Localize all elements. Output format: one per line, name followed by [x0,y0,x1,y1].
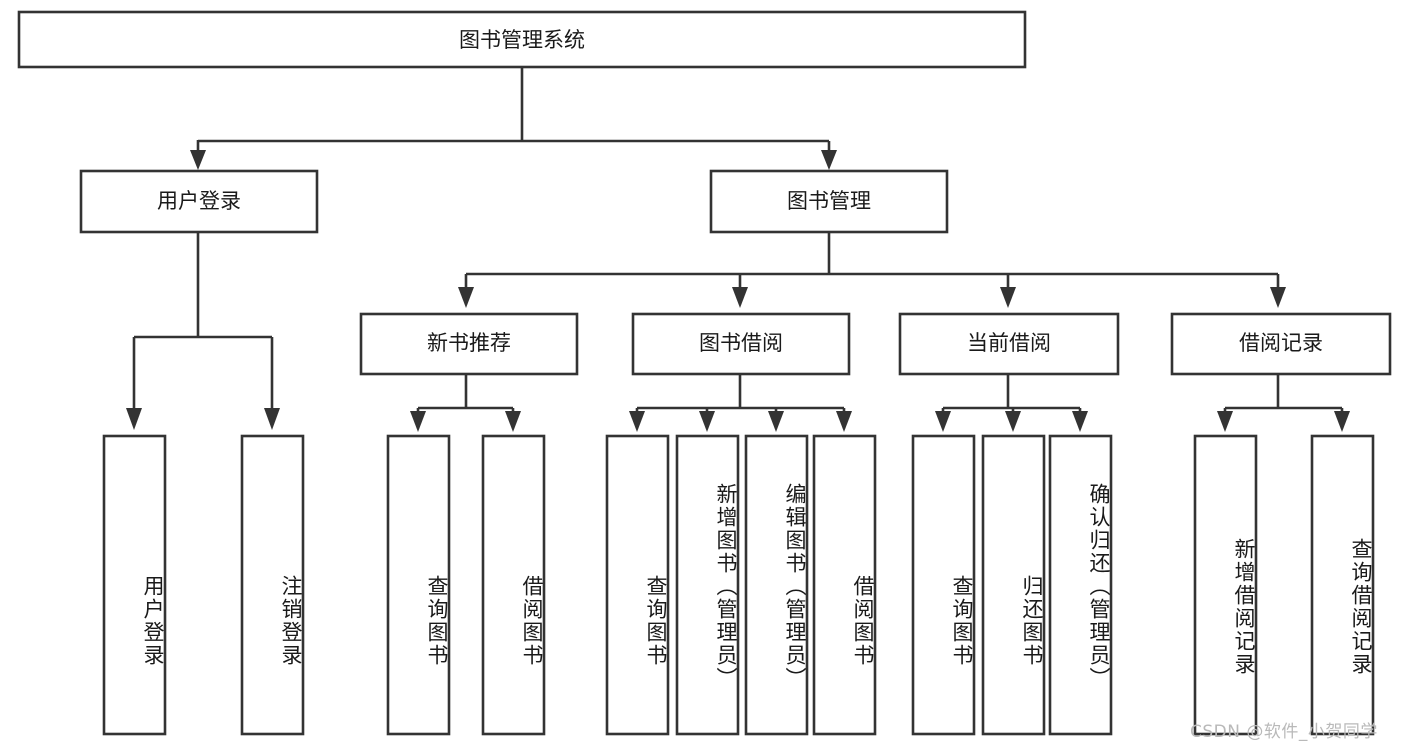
node-book-borrow[interactable]: 图书借阅 [631,312,851,376]
arrow-head-leaf-2 [264,408,280,430]
node-root-label: 图书管理系统 [459,28,585,52]
node-leaf-11-box[interactable] [1048,434,1113,736]
arrow-head-current-borrow [1000,287,1016,308]
node-new-book-rec-label: 新书推荐 [427,331,511,355]
node-root-box[interactable] [17,10,1027,69]
node-book-manage[interactable]: 图书管理 [709,169,949,234]
arrow-head-leaf-3 [410,411,426,432]
node-root[interactable]: 图书管理系统 [17,10,1027,69]
node-leaf-7-box[interactable] [744,434,809,736]
arrow-head-new-book-rec [458,287,474,308]
node-leaf-9-box[interactable] [911,434,976,736]
node-new-book-rec[interactable]: 新书推荐 [359,312,579,376]
node-book-borrow-label: 图书借阅 [699,331,783,355]
arrow-head-leaf-9 [935,411,951,432]
node-borrow-record-box[interactable] [1170,312,1392,376]
arrow-head-user-login [190,150,206,170]
node-current-borrow-box[interactable] [898,312,1120,376]
node-user-login-label: 用户登录 [157,189,241,213]
node-borrow-record[interactable]: 借阅记录 [1170,312,1392,376]
node-leaf-2-box[interactable] [240,434,305,736]
arrow-head-leaf-7 [768,411,784,432]
arrow-head-leaf-5 [629,411,645,432]
node-new-book-rec-box[interactable] [359,312,579,376]
node-user-login-box[interactable] [79,169,319,234]
csdn-watermark: CSDN @软件_小贺同学 [1190,722,1378,742]
node-leaf-10-box[interactable] [981,434,1046,736]
arrow-head-leaf-6 [699,411,715,432]
node-current-borrow[interactable]: 当前借阅 [898,312,1120,376]
node-leaf-13-box[interactable] [1310,434,1375,736]
node-leaf-8-box[interactable] [812,434,877,736]
node-book-manage-box[interactable] [709,169,949,234]
arrow-head-leaf-8 [836,411,852,432]
arrow-head-leaf-11 [1072,411,1088,432]
arrow-head-leaf-4 [505,411,521,432]
arrow-head-leaf-1 [126,408,142,430]
node-leaf-12-box[interactable] [1193,434,1258,736]
connector-group-root [190,67,837,170]
connector-group-current-borrow [935,374,1088,432]
arrow-head-book-borrow [732,287,748,308]
node-user-login[interactable]: 用户登录 [79,169,319,234]
node-leaf-3-box[interactable] [386,434,451,736]
node-leaf-1-box[interactable] [102,434,167,736]
connector-group-new-book-rec [410,374,521,432]
node-borrow-record-label: 借阅记录 [1239,331,1323,355]
arrow-head-leaf-12 [1217,411,1233,432]
connector-group-book-borrow [629,374,852,432]
connector-group-borrow-record [1217,374,1350,432]
node-current-borrow-label: 当前借阅 [967,331,1051,355]
arrow-head-leaf-13 [1334,411,1350,432]
arrow-head-leaf-10 [1005,411,1021,432]
connector-group-book-manage [458,232,1286,308]
node-leaf-4-box[interactable] [481,434,546,736]
arrow-head-book-manage [821,150,837,170]
node-leaf-6-box[interactable] [675,434,740,736]
node-leaf-5-box[interactable] [605,434,670,736]
connector-group-user-login [126,232,280,430]
node-book-borrow-box[interactable] [631,312,851,376]
node-book-manage-label: 图书管理 [787,189,871,213]
arrow-head-borrow-record [1270,287,1286,308]
